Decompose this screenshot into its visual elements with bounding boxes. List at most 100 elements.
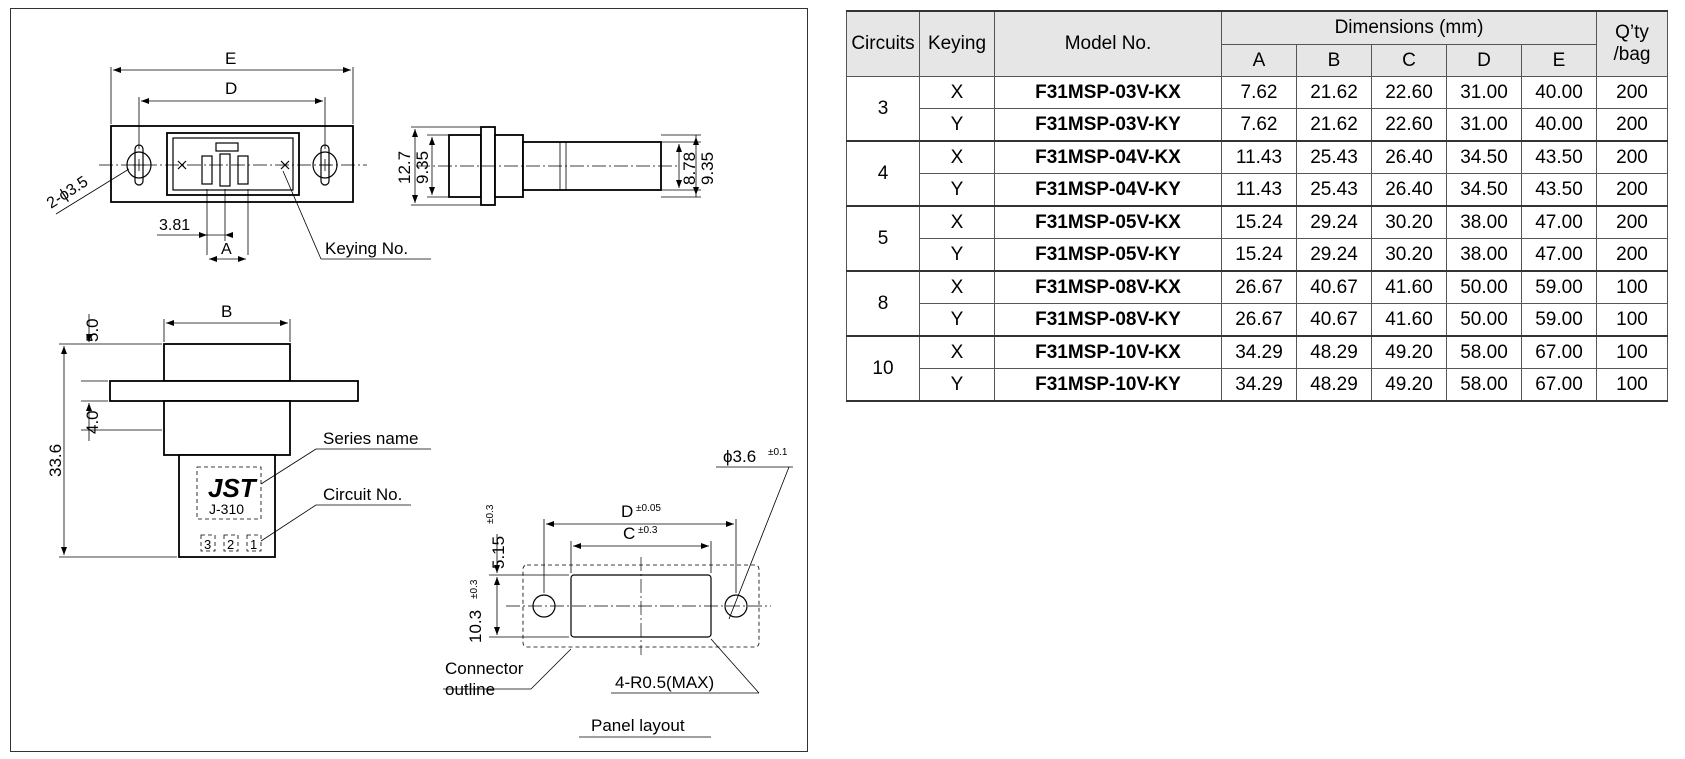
header-qty-line1: Q’ty xyxy=(1615,22,1649,43)
height-9-35-right: 9.35 xyxy=(698,152,717,185)
cell-model: F31MSP-04V-KX xyxy=(994,140,1222,174)
panel-hole-tolerance: ±0.1 xyxy=(768,447,788,458)
cell-dim-e: 43.50 xyxy=(1521,173,1597,207)
cell-dim-b: 40.67 xyxy=(1296,270,1372,304)
cell-keying: Y xyxy=(919,173,995,207)
cell-dim-d: 31.00 xyxy=(1446,76,1522,109)
cell-dim-a: 11.43 xyxy=(1221,140,1297,174)
header-col-e: E xyxy=(1521,44,1597,77)
cell-dim-b: 29.24 xyxy=(1296,238,1372,272)
cell-qty: 200 xyxy=(1596,238,1668,272)
series-name-label: Series name xyxy=(323,429,418,448)
dim-4-0: 4.0 xyxy=(83,410,102,434)
cell-dim-d: 34.50 xyxy=(1446,140,1522,174)
cell-qty: 200 xyxy=(1596,205,1668,239)
cell-dim-a: 34.29 xyxy=(1221,368,1297,402)
cell-dim-b: 21.62 xyxy=(1296,108,1372,142)
panel-10-3: 10.3 xyxy=(466,610,485,643)
panel-5-15-tolerance: ±0.3 xyxy=(485,504,496,524)
drawing-svg: E D 2-ϕ3.5 3.81 A Keying No. xyxy=(44,49,793,738)
panel-c-tolerance: ±0.3 xyxy=(638,525,658,536)
panel-d-label: D xyxy=(621,502,633,521)
cell-dim-c: 49.20 xyxy=(1371,368,1447,402)
header-col-a: A xyxy=(1221,44,1297,77)
cell-dim-d: 34.50 xyxy=(1446,173,1522,207)
cell-dim-b: 21.62 xyxy=(1296,76,1372,109)
radius-label: 4-R0.5(MAX) xyxy=(615,673,714,692)
dim-33-6: 33.6 xyxy=(46,444,65,477)
panel-layout: D ±0.05 C ±0.3 5.15 ±0.3 10.3 ±0.3 ϕ3.6 … xyxy=(443,447,793,738)
panel-d-tolerance: ±0.05 xyxy=(636,503,661,514)
spec-table: Circuits Keying Model No. Dimensions (mm… xyxy=(846,10,1668,402)
cell-dim-d: 38.00 xyxy=(1446,238,1522,272)
dim-d-label: D xyxy=(225,79,237,98)
cell-circuits: 5 xyxy=(846,205,920,272)
cell-qty: 100 xyxy=(1596,368,1668,402)
cell-keying: Y xyxy=(919,303,995,337)
panel-5-15: 5.15 xyxy=(489,536,508,569)
pin-1-label: 1 xyxy=(250,537,257,552)
panel-10-3-tolerance: ±0.3 xyxy=(469,579,480,599)
header-col-b: B xyxy=(1296,44,1372,77)
cell-model: F31MSP-03V-KX xyxy=(994,76,1222,109)
cell-keying: X xyxy=(919,270,995,304)
keying-no-label: Keying No. xyxy=(325,239,408,258)
dim-5-0: 5.0 xyxy=(83,318,102,342)
cell-keying: X xyxy=(919,335,995,369)
bottom-view: JST J-310 3 2 1 B 5.0 4.0 33.6 Series na… xyxy=(46,302,431,558)
panel-hole-label: ϕ3.6 xyxy=(723,447,756,466)
cell-qty: 200 xyxy=(1596,140,1668,174)
cell-dim-d: 50.00 xyxy=(1446,270,1522,304)
header-qty-line2: /bag xyxy=(1613,44,1651,65)
cell-dim-e: 59.00 xyxy=(1521,303,1597,337)
cell-model: F31MSP-08V-KY xyxy=(994,303,1222,337)
cell-keying: Y xyxy=(919,368,995,402)
cell-model: F31MSP-04V-KY xyxy=(994,173,1222,207)
cell-dim-e: 67.00 xyxy=(1521,368,1597,402)
technical-drawing: E D 2-ϕ3.5 3.81 A Keying No. xyxy=(10,8,808,752)
pin-3-label: 3 xyxy=(204,537,211,552)
cell-dim-c: 22.60 xyxy=(1371,76,1447,109)
cell-dim-b: 25.43 xyxy=(1296,173,1372,207)
cell-dim-c: 41.60 xyxy=(1371,303,1447,337)
cell-dim-a: 26.67 xyxy=(1221,303,1297,337)
cell-circuits: 3 xyxy=(846,76,920,142)
cell-dim-a: 7.62 xyxy=(1221,108,1297,142)
header-col-c: C xyxy=(1371,44,1447,77)
cell-dim-a: 7.62 xyxy=(1221,76,1297,109)
cell-keying: Y xyxy=(919,108,995,142)
cell-dim-a: 34.29 xyxy=(1221,335,1297,369)
cell-dim-a: 26.67 xyxy=(1221,270,1297,304)
cell-dim-b: 48.29 xyxy=(1296,335,1372,369)
cell-dim-b: 48.29 xyxy=(1296,368,1372,402)
cell-dim-c: 30.20 xyxy=(1371,205,1447,239)
cell-qty: 200 xyxy=(1596,76,1668,109)
header-qty: Q’ty /bag xyxy=(1596,10,1668,77)
cell-qty: 100 xyxy=(1596,335,1668,369)
cell-dim-c: 26.40 xyxy=(1371,173,1447,207)
pitch-label: 3.81 xyxy=(159,217,190,234)
cell-qty: 200 xyxy=(1596,173,1668,207)
cell-dim-d: 50.00 xyxy=(1446,303,1522,337)
circuit-no-label: Circuit No. xyxy=(323,485,402,504)
cell-circuits: 4 xyxy=(846,140,920,207)
cell-model: F31MSP-03V-KY xyxy=(994,108,1222,142)
cell-dim-e: 40.00 xyxy=(1521,76,1597,109)
cell-dim-e: 47.00 xyxy=(1521,205,1597,239)
cell-dim-c: 30.20 xyxy=(1371,238,1447,272)
height-8-78: 8.78 xyxy=(680,152,699,185)
cell-dim-d: 38.00 xyxy=(1446,205,1522,239)
cell-dim-a: 15.24 xyxy=(1221,238,1297,272)
cell-dim-a: 15.24 xyxy=(1221,205,1297,239)
cell-dim-c: 41.60 xyxy=(1371,270,1447,304)
cell-keying: X xyxy=(919,140,995,174)
cell-dim-e: 40.00 xyxy=(1521,108,1597,142)
